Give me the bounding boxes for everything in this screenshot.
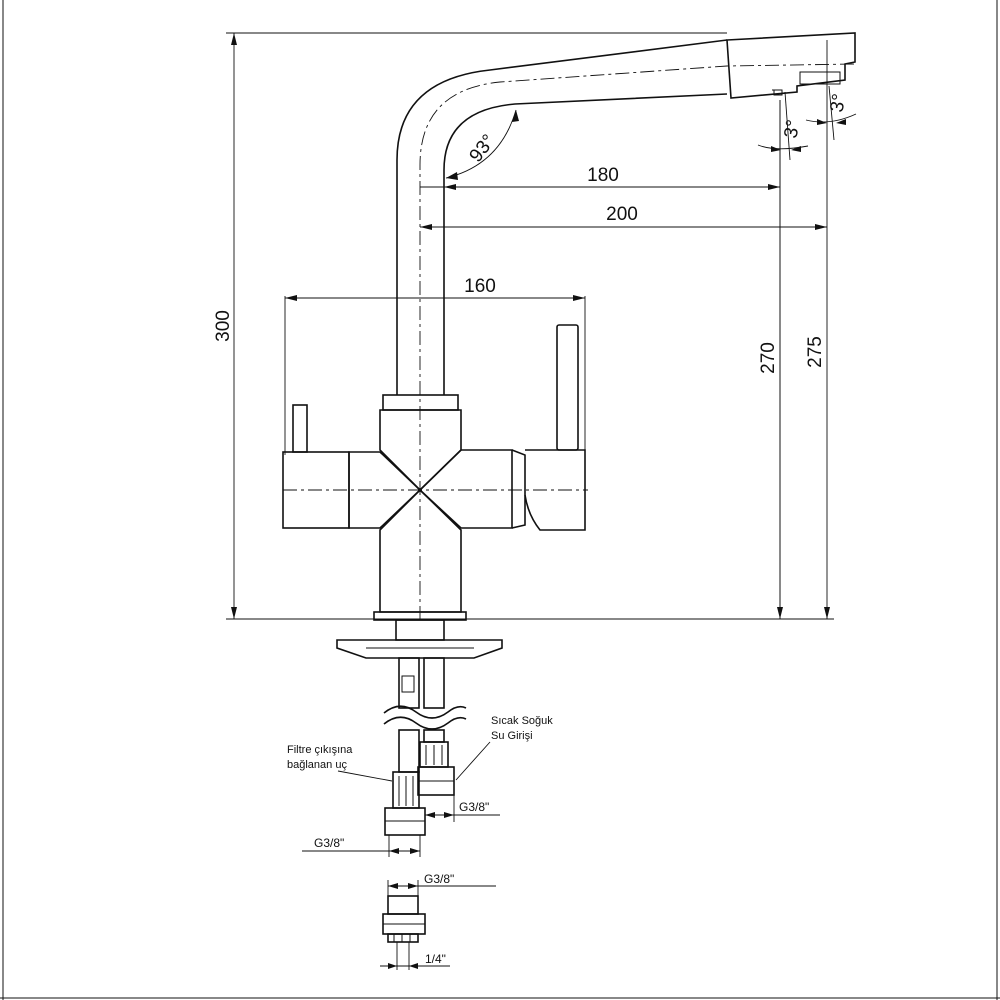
- dim-300-label: 300: [213, 310, 234, 342]
- aerator-outlet: [799, 71, 841, 85]
- dimension-200: 200: [420, 204, 827, 230]
- dimension-180: 180: [420, 165, 780, 190]
- dim-270-label: 270: [758, 342, 779, 374]
- adapter-fitting: G3/8" 1/4": [380, 872, 496, 970]
- supply-thread-dimension: G3/8": [425, 795, 500, 822]
- right-lever: [556, 324, 579, 451]
- dim-180-label: 180: [587, 165, 619, 186]
- dimension-300: 300: [213, 33, 237, 619]
- faucet-body: [282, 324, 588, 621]
- faucet-spout: [396, 32, 856, 620]
- angle-93: 93°: [445, 109, 519, 180]
- dimension-270: 270: [758, 100, 783, 619]
- supply-label-line1: Sıcak Soğuk: [491, 715, 553, 727]
- angle-3-right-label: 3°: [827, 92, 851, 114]
- filter-thread-dimension: G3/8": [302, 835, 421, 857]
- dim-160-label: 160: [464, 276, 496, 297]
- left-lever: [292, 404, 308, 453]
- angle-93-label: 93°: [466, 131, 500, 167]
- adapter-outlet-label: 1/4": [425, 952, 446, 966]
- dim-200-label: 200: [606, 204, 638, 225]
- adapter-thread-label: G3/8": [424, 872, 454, 886]
- mounting-assembly: [336, 619, 503, 836]
- dimension-275: 275: [805, 336, 830, 619]
- angle-3-right: 3°: [805, 85, 857, 141]
- dimension-160: 160: [285, 276, 585, 301]
- supply-label-line2: Su Girişi: [491, 730, 533, 742]
- filter-thread-label: G3/8": [314, 836, 344, 850]
- dim-275-label: 275: [805, 336, 826, 368]
- extension-lines: [226, 32, 834, 620]
- angle-3-left-label: 3°: [781, 118, 805, 140]
- callout-leaders: [337, 741, 491, 782]
- supply-thread-label: G3/8": [459, 800, 489, 814]
- filter-outlet-label-line2: bağlanan uç: [287, 759, 347, 771]
- filter-outlet-label-line1: Filtre çıkışına: [287, 744, 353, 756]
- angle-3-left: 3°: [757, 91, 809, 161]
